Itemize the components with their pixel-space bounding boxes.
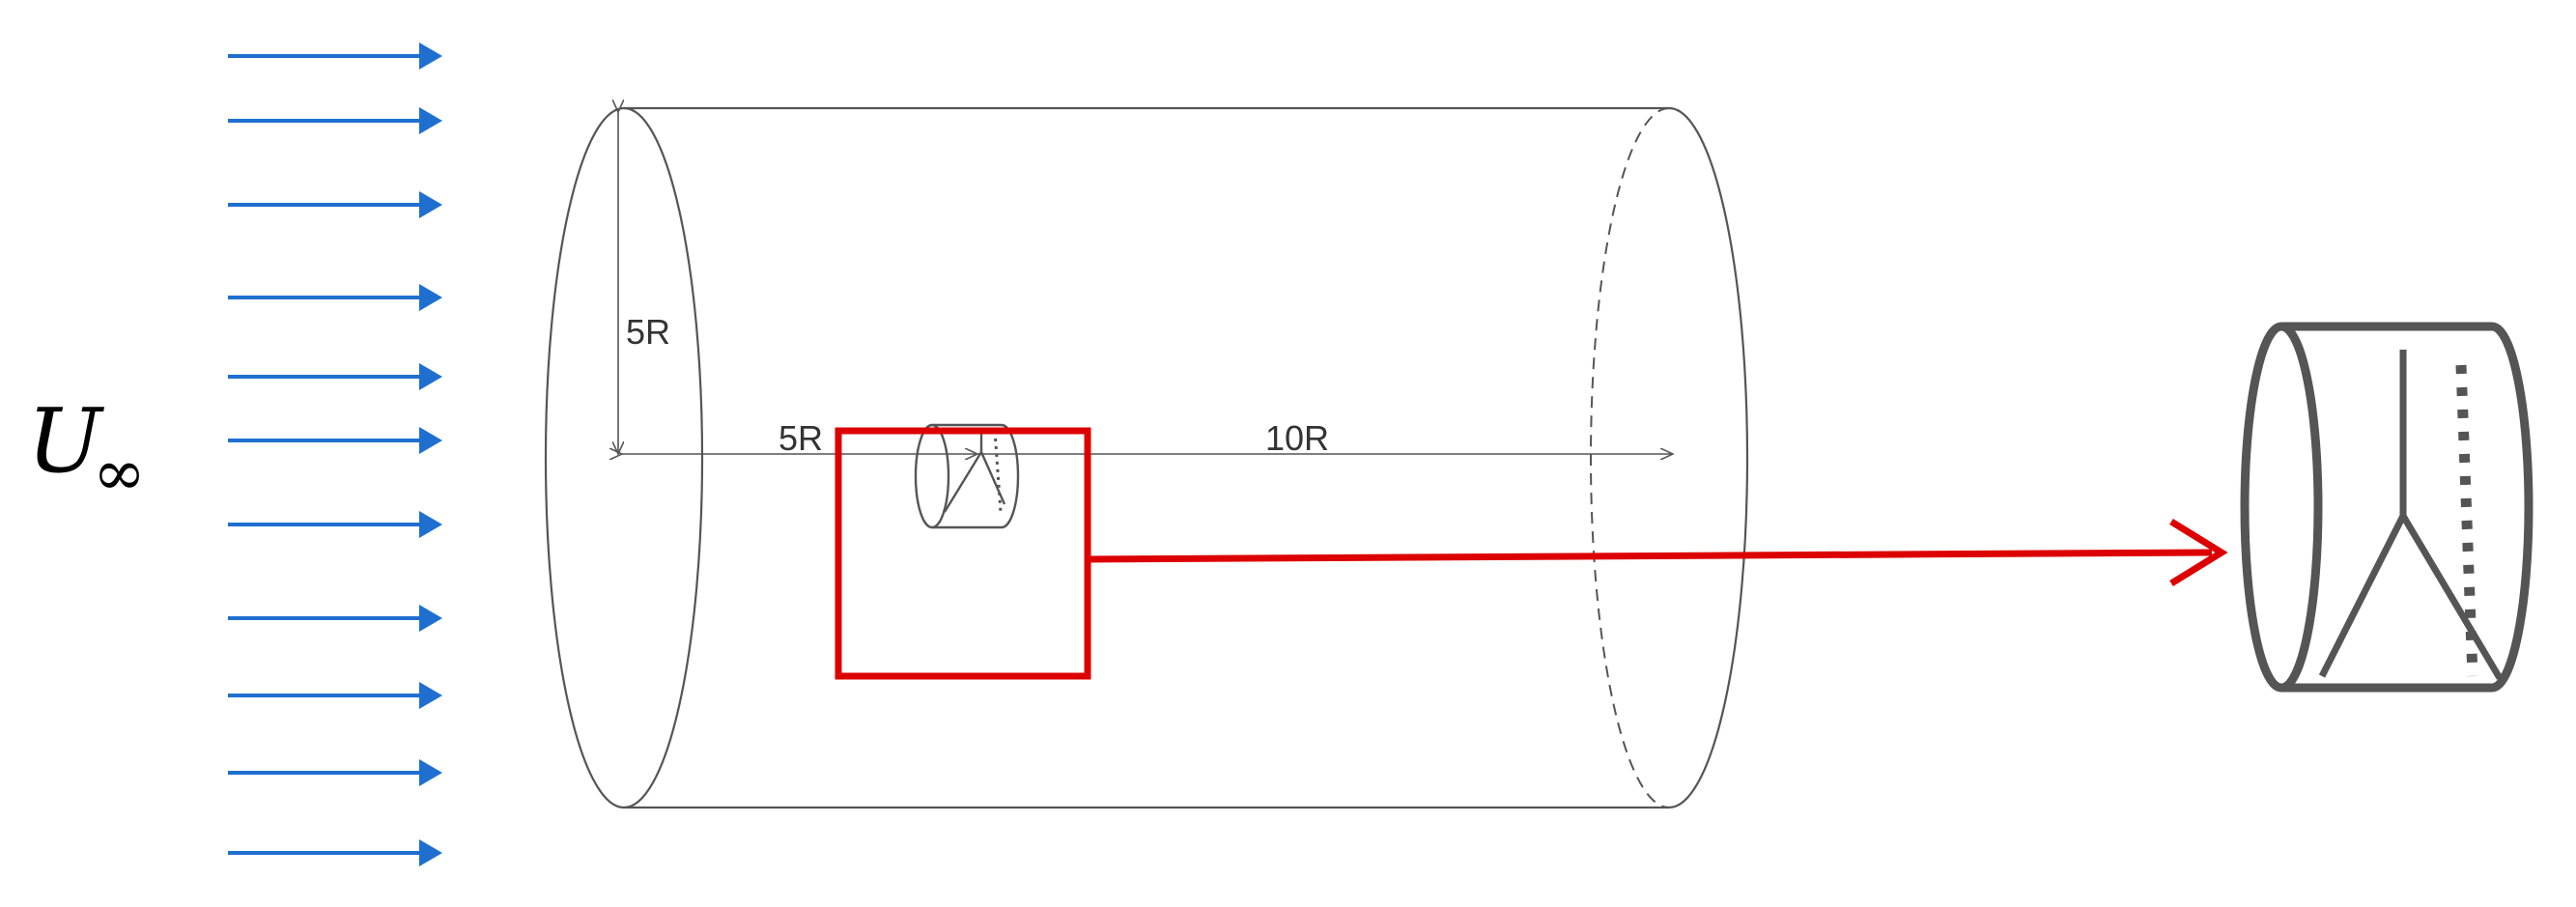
- detail-blade-right: [2399, 514, 2504, 680]
- inflow-arrow-head: [419, 363, 442, 390]
- turbine-blade-left: [943, 451, 983, 513]
- velocity-symbol: U: [27, 389, 105, 493]
- detail-dotted-rotor: [2455, 364, 2478, 677]
- freestream-velocity-label: U ∞: [27, 389, 146, 510]
- velocity-subscript: ∞: [93, 436, 146, 510]
- detail-front-ring: [2240, 322, 2323, 693]
- upstream-distance-label: 5R: [778, 418, 823, 458]
- inflow-arrows: [228, 43, 442, 866]
- turbine-front-ring: [914, 423, 950, 529]
- inflow-arrow-head: [419, 427, 442, 454]
- downstream-distance-label: 10R: [1265, 418, 1329, 458]
- inflow-arrow-head: [419, 107, 442, 134]
- callout-arrow-head: [2169, 519, 2228, 586]
- highlight-box: [835, 427, 1091, 680]
- turbine-model-detail: [2240, 322, 2534, 693]
- dimension-lines: [618, 112, 1673, 454]
- zoom-callout: [835, 427, 2228, 680]
- outlet-face-front: [1668, 106, 1749, 809]
- inflow-arrow-head: [419, 43, 442, 70]
- turbine-blade-right: [979, 451, 1006, 505]
- turbine-model-small: [914, 423, 1020, 529]
- inflow-arrow-head: [419, 284, 442, 311]
- turbine-back-ring: [1001, 423, 1020, 529]
- outlet-face-hidden: [1590, 107, 1670, 808]
- detail-back-ring: [2491, 322, 2534, 693]
- turbine-dotted-rotor: [993, 430, 1003, 513]
- inflow-arrow-head: [419, 759, 442, 786]
- inflow-arrow-head: [419, 511, 442, 538]
- domain-cylinder: [544, 106, 1749, 809]
- detail-blade-left: [2318, 514, 2407, 678]
- inflow-arrow-head: [419, 191, 442, 218]
- inflow-arrow-head: [419, 839, 442, 866]
- callout-arrow-shaft: [1087, 549, 2213, 563]
- inflow-arrow-head: [419, 682, 442, 709]
- inlet-face: [544, 106, 704, 809]
- inflow-arrow-head: [419, 605, 442, 632]
- radius-label: 5R: [626, 312, 670, 352]
